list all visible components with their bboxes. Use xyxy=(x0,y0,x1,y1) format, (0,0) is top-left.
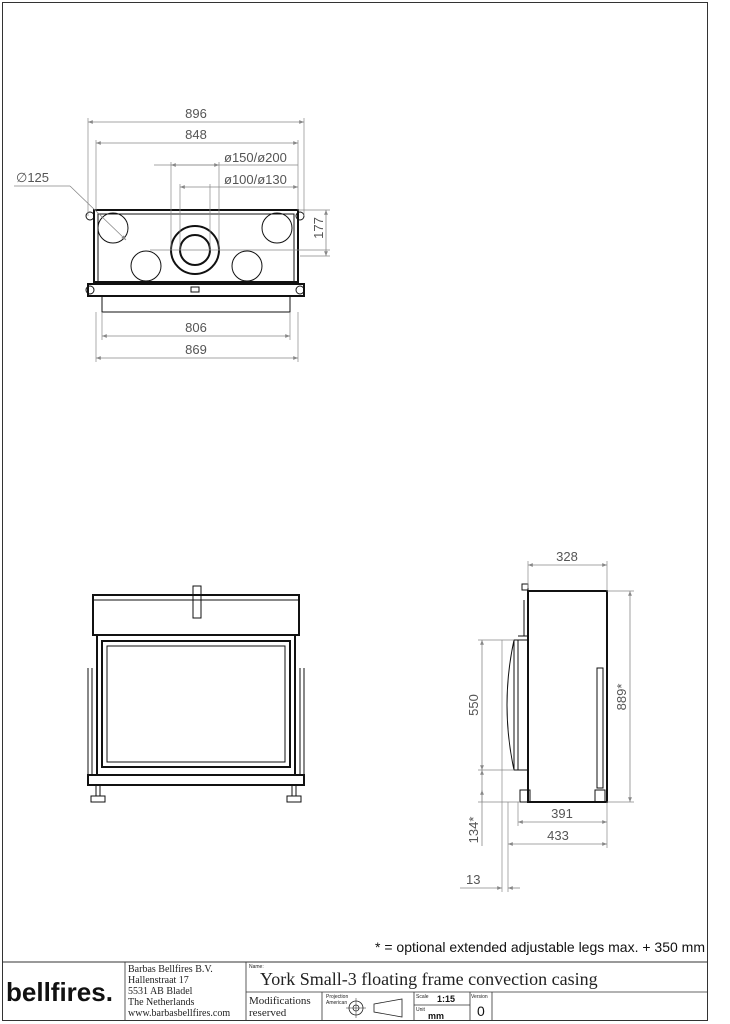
clamp-tl xyxy=(85,211,95,221)
scale-value: 1:15 xyxy=(437,994,455,1004)
clamp-br xyxy=(295,285,305,295)
projection-label-2: American xyxy=(326,1000,347,1006)
projection-label-1: Projection xyxy=(326,994,348,1000)
top-view-frame-tab xyxy=(190,286,200,293)
company-street: Hallenstraat 17 xyxy=(128,975,189,986)
dim-391: 391 xyxy=(551,806,573,821)
version-value: 0 xyxy=(477,1003,485,1019)
dim-125: ∅125 xyxy=(16,170,49,185)
side-leg-rear xyxy=(594,789,606,803)
projection-symbol-icon xyxy=(346,998,403,1018)
front-body xyxy=(96,634,296,776)
clamp-bl xyxy=(85,285,95,295)
side-view: 328 889* 550 134* 391 433 13 xyxy=(460,549,634,892)
side-leg-front xyxy=(519,789,531,803)
front-view xyxy=(87,585,305,803)
side-door-curve xyxy=(506,639,515,771)
name-label: Name: xyxy=(249,964,264,970)
modifications-line-2: reserved xyxy=(249,1007,287,1019)
front-bottom-bar xyxy=(87,774,305,786)
scale-label: Scale xyxy=(416,994,429,1000)
bellfires-logo: bellfires. xyxy=(6,977,113,1007)
version-label: Version xyxy=(471,994,488,1000)
modifications-line-1: Modifications xyxy=(249,995,311,1007)
dim-134: 134* xyxy=(466,817,481,844)
dim-848: 848 xyxy=(185,127,207,142)
dim-869: 869 xyxy=(185,342,207,357)
footnote-legs: * = optional extended adjustable legs ma… xyxy=(375,939,705,955)
front-flue-tab xyxy=(192,585,202,619)
front-door-frame xyxy=(101,640,291,768)
top-view: 896 848 ø150/ø200 ø100/ø130 ∅125 177 806 xyxy=(14,106,330,362)
company-country: The Netherlands xyxy=(128,997,194,1008)
drawing-title: York Small-3 floating frame convection c… xyxy=(260,969,598,989)
front-hood xyxy=(92,594,300,636)
leg-left xyxy=(90,795,106,803)
company-website: www.barbasbellfires.com xyxy=(128,1008,230,1019)
top-view-inner xyxy=(97,213,295,283)
dim-433: 433 xyxy=(547,828,569,843)
unit-value: mm xyxy=(428,1011,444,1021)
convection-hole-1 xyxy=(97,212,129,244)
title-block: bellfires. Barbas Bellfires B.V. Hallens… xyxy=(2,961,708,1021)
dim-806: 806 xyxy=(185,320,207,335)
company-postal: 5531 AB Bladel xyxy=(128,986,193,997)
dim-150-200: ø150/ø200 xyxy=(224,150,287,165)
dim-889: 889* xyxy=(614,684,629,711)
dim-896: 896 xyxy=(185,106,207,121)
company-name: Barbas Bellfires B.V. xyxy=(128,964,213,975)
convection-hole-4 xyxy=(231,250,263,282)
top-view-frame-bar xyxy=(87,283,305,297)
leg-right xyxy=(286,795,302,803)
unit-label: Unit xyxy=(416,1007,426,1013)
dim-13: 13 xyxy=(466,872,480,887)
dim-328: 328 xyxy=(556,549,578,564)
side-casing xyxy=(527,590,608,803)
convection-hole-2 xyxy=(261,212,293,244)
top-view-body xyxy=(93,209,299,283)
top-view-base xyxy=(101,295,291,313)
side-rear-rail xyxy=(596,667,604,789)
page-border xyxy=(2,2,708,1021)
dim-100-130: ø100/ø130 xyxy=(224,172,287,187)
side-front-frame xyxy=(517,639,529,771)
dim-550: 550 xyxy=(466,694,481,716)
front-glass xyxy=(106,645,286,763)
dim-177: 177 xyxy=(311,217,326,239)
convection-hole-3 xyxy=(130,250,162,282)
